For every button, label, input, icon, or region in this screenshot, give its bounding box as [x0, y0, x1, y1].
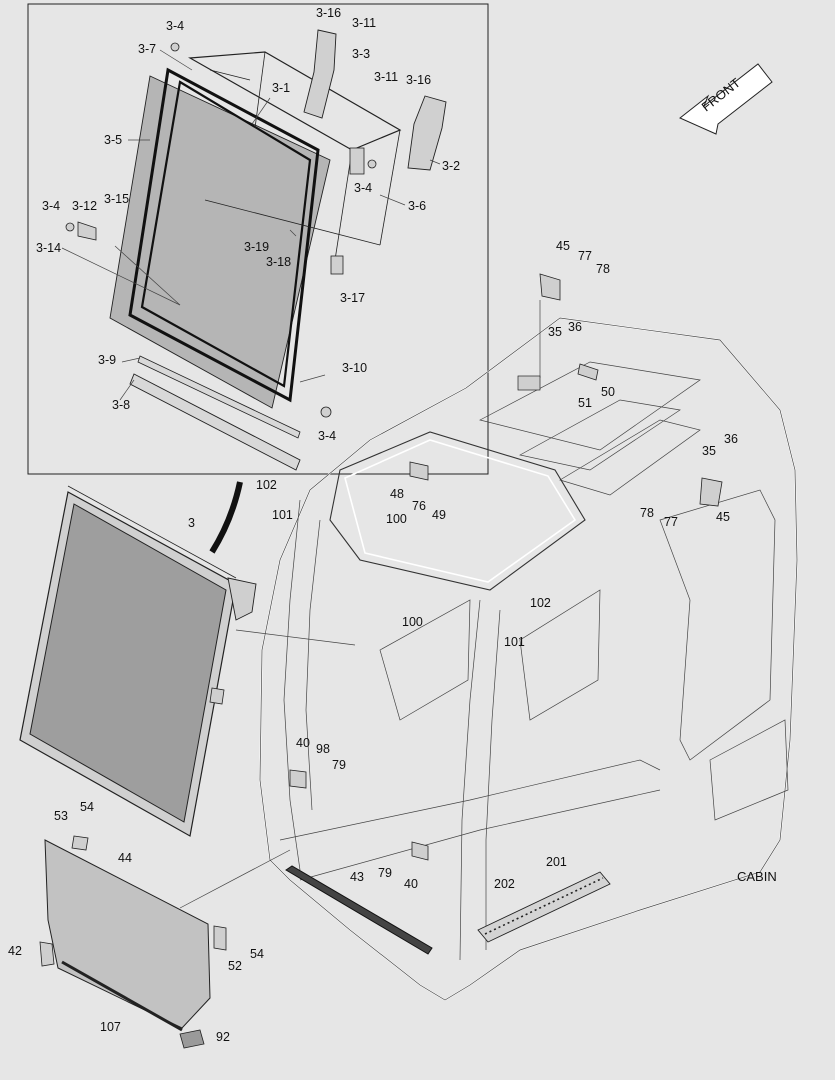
label-79: 79 — [332, 758, 346, 772]
label-92: 92 — [216, 1030, 230, 1044]
label-3-8: 3-8 — [112, 398, 130, 412]
seal-strip-3-9 — [137, 355, 301, 439]
label-48: 48 — [390, 487, 404, 501]
label-3-5: 3-5 — [104, 133, 122, 147]
label-54: 54 — [250, 947, 264, 961]
label-3-7: 3-7 — [138, 42, 156, 56]
label-3-10: 3-10 — [342, 361, 367, 375]
label-3-17: 3-17 — [340, 291, 365, 305]
seal-strip-3-8 — [129, 373, 301, 471]
label-3-1: 3-1 — [272, 81, 290, 95]
label-3-11: 3-11 — [352, 16, 376, 30]
label-54: 54 — [80, 800, 94, 814]
label-3-16: 3-16 — [316, 6, 341, 20]
label-3-4: 3-4 — [318, 429, 336, 443]
label-50: 50 — [601, 385, 615, 399]
label-3-11: 3-11 — [374, 70, 398, 84]
label-79: 79 — [378, 866, 392, 880]
label-49: 49 — [432, 508, 446, 522]
label-107: 107 — [100, 1020, 121, 1034]
label-42: 42 — [8, 944, 22, 958]
label-3-12: 3-12 — [72, 199, 97, 213]
window-seal-outer — [128, 67, 320, 403]
label-3-4: 3-4 — [42, 199, 60, 213]
label-3-4: 3-4 — [166, 19, 184, 33]
callout-labels: 3-16 3-11 3-3 3-4 3-7 3-1 3-11 3-16 3-5 … — [8, 6, 738, 1044]
label-100: 100 — [386, 512, 407, 526]
label-44: 44 — [118, 851, 132, 865]
step-plate-201 — [477, 871, 611, 943]
lower-panel-44 — [44, 839, 211, 1029]
front-window-assembly — [19, 481, 257, 837]
label-35: 35 — [702, 444, 716, 458]
label-40: 40 — [296, 736, 310, 750]
window-seal-inner — [140, 80, 312, 388]
label-53: 53 — [54, 809, 68, 823]
label-102: 102 — [256, 478, 277, 492]
label-45: 45 — [716, 510, 730, 524]
front-arrow-icon — [679, 63, 773, 135]
label-78: 78 — [596, 262, 610, 276]
label-36: 36 — [724, 432, 738, 446]
cabin-body — [259, 317, 798, 1001]
label-98: 98 — [316, 742, 330, 756]
label-51: 51 — [578, 396, 592, 410]
label-101: 101 — [272, 508, 293, 522]
section-title: CABIN — [737, 869, 777, 884]
label-78: 78 — [640, 506, 654, 520]
label-36: 36 — [568, 320, 582, 334]
label-3-2: 3-2 — [442, 159, 460, 173]
label-3-19: 3-19 — [244, 240, 269, 254]
label-40: 40 — [404, 877, 418, 891]
label-3-3: 3-3 — [352, 47, 370, 61]
label-43: 43 — [350, 870, 364, 884]
label-76: 76 — [412, 499, 426, 513]
label-3-18: 3-18 — [266, 255, 291, 269]
label-101: 101 — [504, 635, 525, 649]
label-3-14: 3-14 — [36, 241, 61, 255]
latch-bracket-side — [407, 95, 447, 171]
label-102: 102 — [530, 596, 551, 610]
label-3-6: 3-6 — [408, 199, 426, 213]
label-35: 35 — [548, 325, 562, 339]
label-202: 202 — [494, 877, 515, 891]
label-3-16: 3-16 — [406, 73, 431, 87]
roof-window — [329, 431, 586, 591]
label-3-4: 3-4 — [354, 181, 372, 195]
label-52: 52 — [228, 959, 242, 973]
label-3: 3 — [188, 516, 195, 530]
glass-pane — [109, 75, 331, 409]
label-77: 77 — [664, 515, 678, 529]
floor-mat-43 — [285, 865, 433, 955]
label-45: 45 — [556, 239, 570, 253]
latch-bracket-upper — [303, 29, 337, 119]
label-201: 201 — [546, 855, 567, 869]
label-100: 100 — [402, 615, 423, 629]
label-3-9: 3-9 — [98, 353, 116, 367]
label-3-15: 3-15 — [104, 192, 129, 206]
label-77: 77 — [578, 249, 592, 263]
